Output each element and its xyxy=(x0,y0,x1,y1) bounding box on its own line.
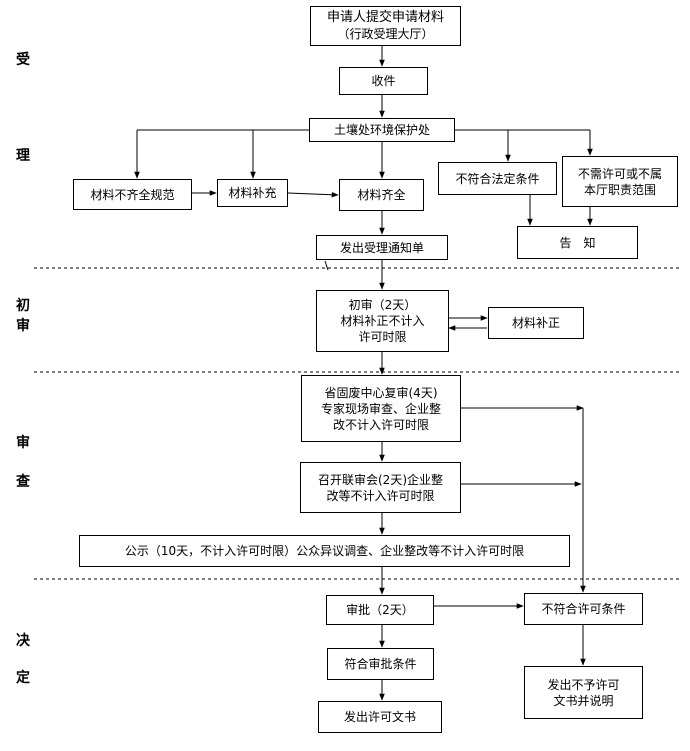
box-joint-meeting: 召开联审会(2天)企业整改等不计入许可时限 xyxy=(300,462,461,513)
stage-label-accept-1: 受 xyxy=(16,52,30,68)
box-apply: 申请人提交申请材料（行政受理大厅） xyxy=(310,6,461,46)
box-supplement: 材料补充 xyxy=(217,179,288,207)
stage-label-accept-2: 理 xyxy=(16,148,30,164)
box-correction: 材料补正 xyxy=(488,307,584,339)
box-first-review: 初审（2天）材料补正不计入许可时限 xyxy=(316,290,449,352)
stage-label-decision-2: 定 xyxy=(16,670,30,686)
box-no-permit-needed: 不需许可或不属本厅职责范围 xyxy=(562,156,678,207)
box-receive: 收件 xyxy=(339,67,428,95)
box-not-permitted: 不符合许可条件 xyxy=(524,593,643,625)
box-acceptance-notice: 发出受理通知单 xyxy=(316,235,448,260)
stage-label-review-2: 查 xyxy=(16,474,30,490)
box-approval: 审批（2天） xyxy=(326,595,434,625)
box-issue-denial: 发出不予许可文书并说明 xyxy=(524,666,643,719)
box-meets-conditions: 符合审批条件 xyxy=(327,648,434,680)
box-complete: 材料齐全 xyxy=(339,179,424,211)
box-soil-office: 土壤处环境保护处 xyxy=(309,118,455,142)
stage-label-decision-1: 决 xyxy=(16,633,30,649)
box-center-review: 省固废中心复审(4天)专家现场审查、企业整改不计入许可时限 xyxy=(301,375,461,442)
tick-mark xyxy=(324,260,329,271)
stage-label-review-1: 审 xyxy=(16,435,30,451)
box-nonconforming: 不符合法定条件 xyxy=(438,162,557,195)
stage-label-initial: 初审 xyxy=(16,298,30,334)
arrow-supplement-complete xyxy=(287,191,339,198)
box-incomplete: 材料不齐全规范 xyxy=(73,179,192,210)
box-publicity: 公示（10天，不计入许可时限）公众异议调查、企业整改等不计入许可时限 xyxy=(79,535,570,567)
box-issue-license: 发出许可文书 xyxy=(318,701,442,733)
box-notify: 告 知 xyxy=(517,226,638,259)
